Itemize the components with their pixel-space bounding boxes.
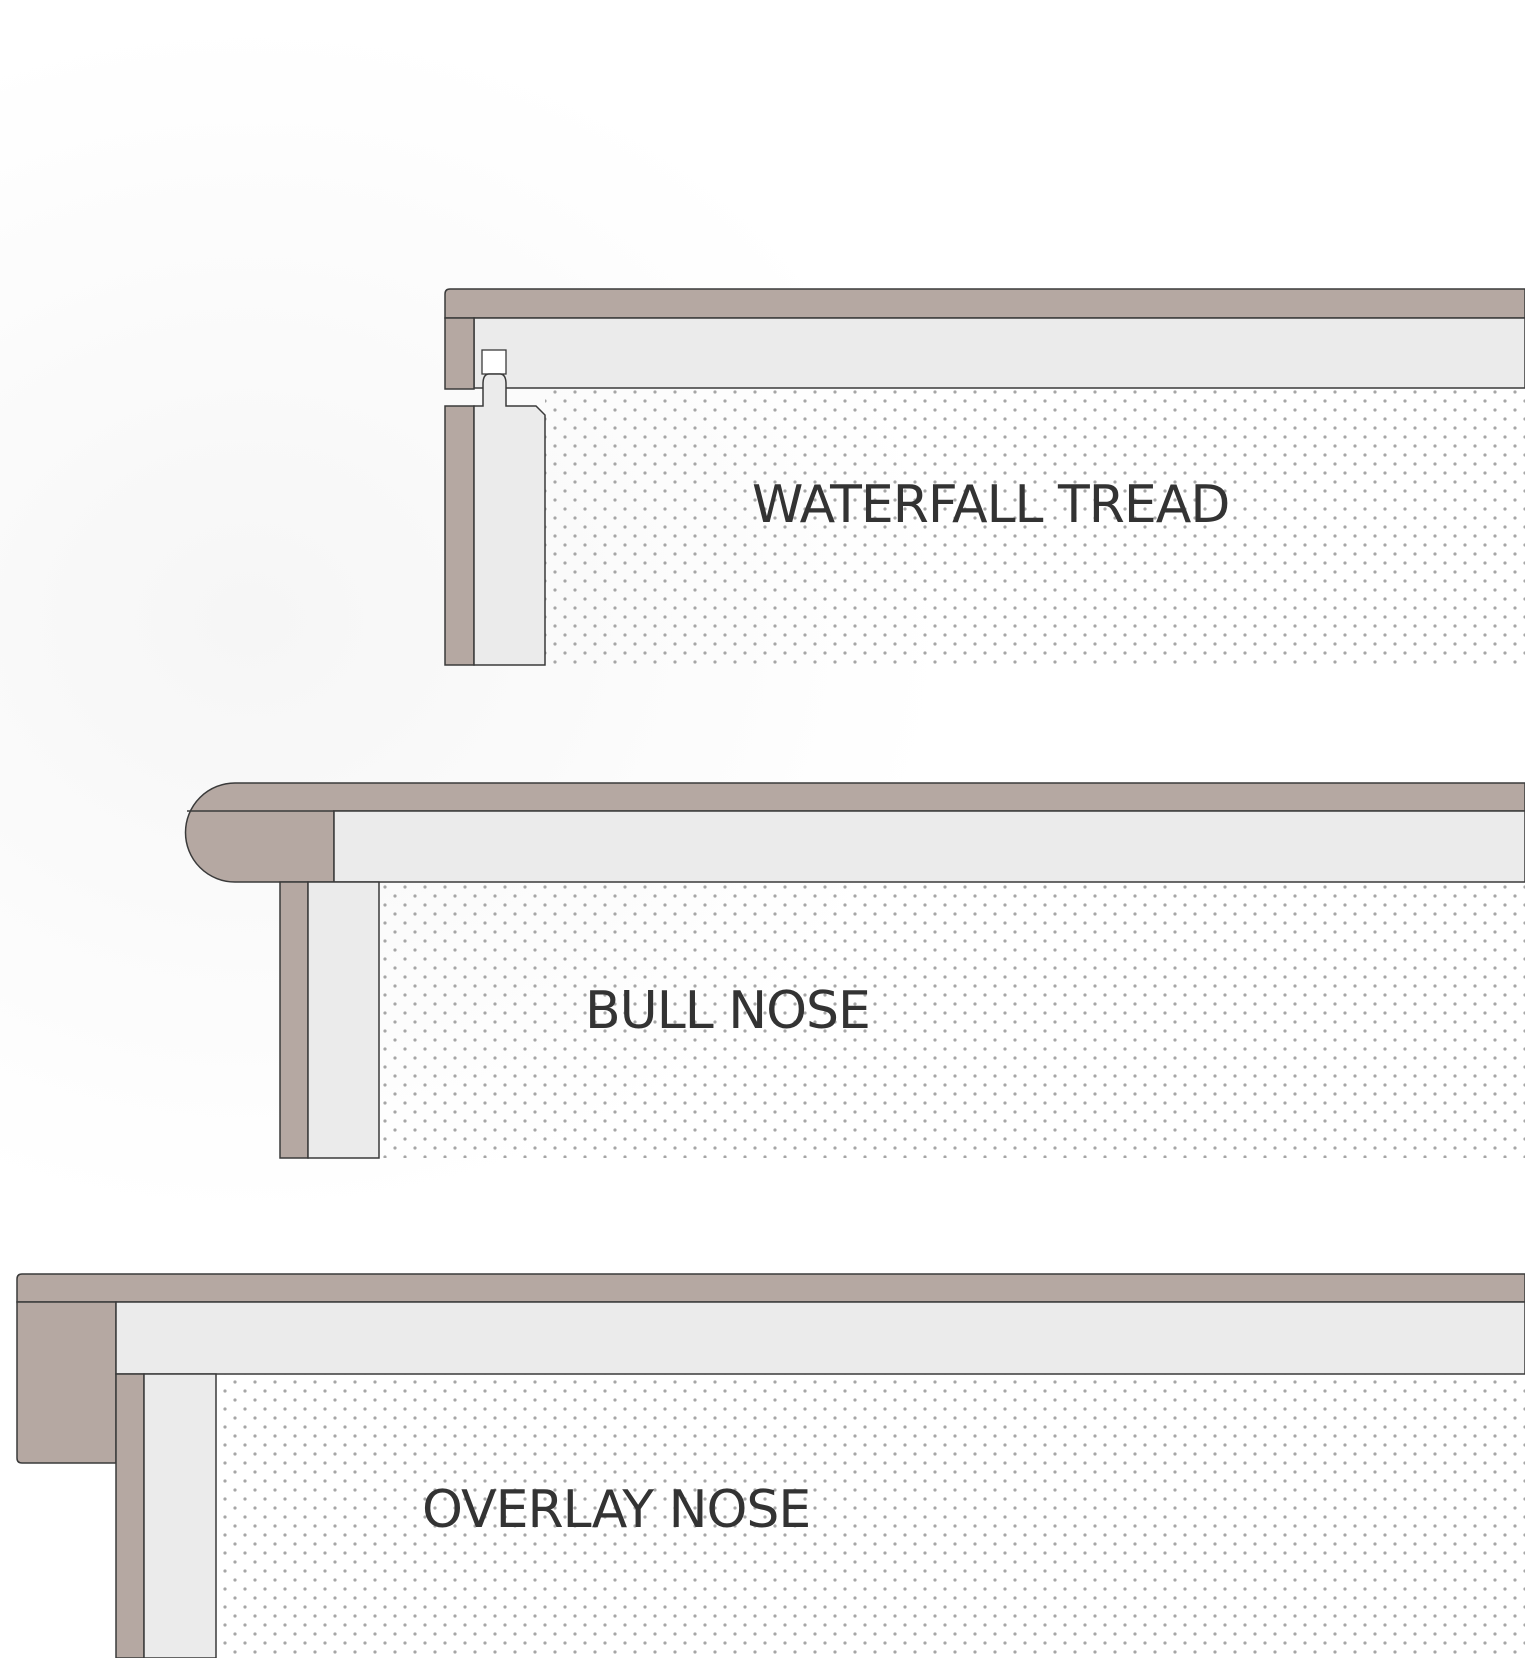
- overlay-nose-block-wood: [16, 1301, 117, 1464]
- overlay-riser-wood: [115, 1373, 145, 1658]
- bullnose-subfloor-dotted: [380, 882, 1525, 1158]
- bull-nose-profile: BULL NOSE: [184, 782, 1525, 1159]
- waterfall-upper-front-wood: [444, 317, 475, 390]
- waterfall-riser-board: [473, 373, 546, 666]
- bull-nose-label: BULL NOSE: [585, 981, 870, 1041]
- waterfall-subfloor-dotted: [545, 388, 1525, 665]
- overlay-nose-label: OVERLAY NOSE: [422, 1480, 810, 1540]
- overlay-light-board: [115, 1301, 1525, 1375]
- waterfall-light-board: [473, 317, 1525, 389]
- waterfall-top-wood-layer: [444, 288, 1525, 319]
- overlay-riser-board: [143, 1373, 217, 1658]
- waterfall-riser-wood: [444, 405, 475, 666]
- waterfall-tongue-upper: [481, 349, 507, 375]
- overlay-top-wood-layer: [16, 1273, 1525, 1303]
- bullnose-riser-board: [307, 881, 380, 1159]
- overlay-subfloor-dotted: [217, 1374, 1525, 1658]
- waterfall-tread-profile: WATERFALL TREAD: [444, 288, 1525, 666]
- bullnose-rounded-nose-wood: [184, 782, 1525, 883]
- bullnose-light-board: [333, 810, 1525, 883]
- bullnose-riser-wood: [279, 881, 309, 1159]
- waterfall-tread-label: WATERFALL TREAD: [752, 475, 1229, 535]
- overlay-nose-profile: OVERLAY NOSE: [16, 1273, 1525, 1658]
